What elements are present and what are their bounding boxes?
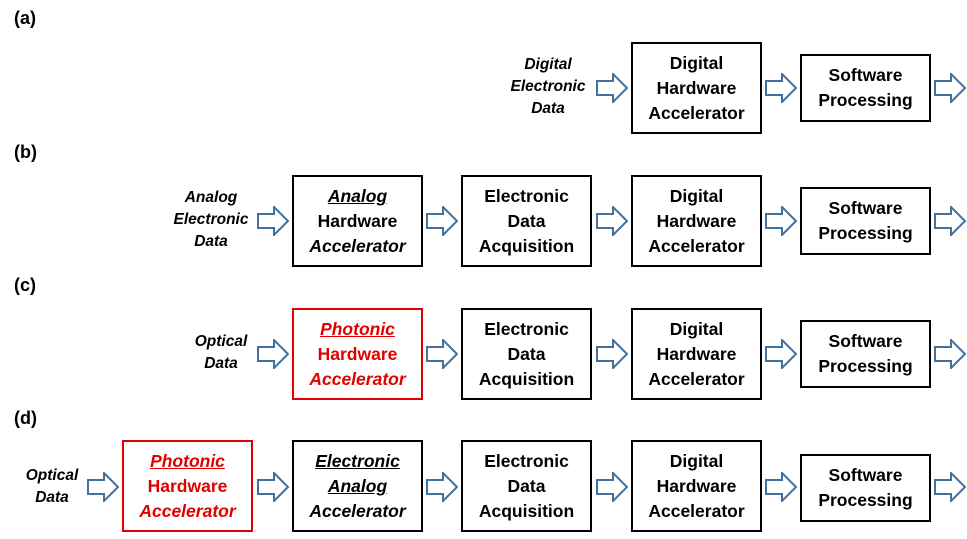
box-line: Data xyxy=(507,343,546,364)
box-photonic-hardware-accelerator: Photonic Hardware Accelerator xyxy=(122,440,253,532)
input-label-line: Electronic xyxy=(510,78,586,95)
hollow-right-arrow-icon xyxy=(596,206,628,236)
box-line: Accelerator xyxy=(648,235,745,256)
box-line: Accelerator xyxy=(139,500,236,521)
hollow-right-arrow-icon xyxy=(934,339,966,369)
input-label-line: Digital xyxy=(524,56,572,73)
box-line: Accelerator xyxy=(648,102,745,123)
box-line: Hardware xyxy=(317,343,398,364)
box-line: Processing xyxy=(818,223,913,243)
box-line: Accelerator xyxy=(309,368,406,389)
box-line: Acquisition xyxy=(478,235,575,256)
box-line: Electronic xyxy=(484,185,569,206)
row-label-a: (a) xyxy=(14,8,36,28)
box-electronic-data-acquisition: Electronic Data Acquisition xyxy=(461,175,592,267)
box-line: Hardware xyxy=(147,475,228,496)
box-photonic-hardware-accelerator: Photonic Hardware Accelerator xyxy=(292,308,423,400)
hollow-right-arrow-icon xyxy=(426,472,458,502)
row-label-d: (d) xyxy=(14,408,37,428)
input-label-optical-data: Optical Data xyxy=(7,465,97,509)
input-label-line: Data xyxy=(531,100,565,117)
box-line: Digital xyxy=(669,185,724,206)
hollow-right-arrow-icon xyxy=(257,206,289,236)
box-line: Photonic xyxy=(320,318,395,339)
input-label-line: Electronic xyxy=(173,211,249,228)
hollow-right-arrow-icon xyxy=(934,206,966,236)
box-software-processing: Software Processing xyxy=(800,54,931,122)
box-electronic-analog-accelerator: Electronic Analog Accelerator xyxy=(292,440,423,532)
box-line: Processing xyxy=(818,356,913,376)
box-line: Photonic xyxy=(150,450,225,471)
box-line: Digital xyxy=(669,52,724,73)
box-line: Software xyxy=(828,198,903,218)
box-line: Hardware xyxy=(656,77,737,98)
box-line: Accelerator xyxy=(648,368,745,389)
box-software-processing: Software Processing xyxy=(800,454,931,522)
input-label-line: Analog xyxy=(184,189,238,206)
hollow-right-arrow-icon xyxy=(257,472,289,502)
row-label-c: (c) xyxy=(14,275,36,295)
box-line: Hardware xyxy=(656,475,737,496)
box-line: Data xyxy=(507,475,546,496)
box-digital-hardware-accelerator: Digital Hardware Accelerator xyxy=(631,42,762,134)
box-line: Accelerator xyxy=(648,500,745,521)
hollow-right-arrow-icon xyxy=(87,472,119,502)
hollow-right-arrow-icon xyxy=(596,73,628,103)
hollow-right-arrow-icon xyxy=(426,206,458,236)
box-line: Electronic xyxy=(484,318,569,339)
input-label-line: Data xyxy=(204,355,238,372)
box-line: Hardware xyxy=(317,210,398,231)
input-label-line: Optical xyxy=(25,467,79,484)
input-label-optical-data: Optical Data xyxy=(176,331,266,375)
box-electronic-data-acquisition: Electronic Data Acquisition xyxy=(461,308,592,400)
hollow-right-arrow-icon xyxy=(934,73,966,103)
box-line: Accelerator xyxy=(309,235,406,256)
box-line: Analog xyxy=(327,475,388,496)
box-line: Digital xyxy=(669,318,724,339)
box-electronic-data-acquisition: Electronic Data Acquisition xyxy=(461,440,592,532)
box-line: Analog xyxy=(327,185,388,206)
input-label-line: Data xyxy=(35,489,69,506)
hollow-right-arrow-icon xyxy=(765,472,797,502)
box-software-processing: Software Processing xyxy=(800,187,931,255)
input-label-digital-electronic-data: Digital Electronic Data xyxy=(500,54,596,120)
hollow-right-arrow-icon xyxy=(934,472,966,502)
hollow-right-arrow-icon xyxy=(596,472,628,502)
box-line: Software xyxy=(828,65,903,85)
box-software-processing: Software Processing xyxy=(800,320,931,388)
input-label-line: Optical xyxy=(194,333,248,350)
box-line: Electronic xyxy=(315,450,400,471)
input-label-analog-electronic-data: Analog Electronic Data xyxy=(163,187,259,253)
box-digital-hardware-accelerator: Digital Hardware Accelerator xyxy=(631,175,762,267)
box-line: Digital xyxy=(669,450,724,471)
box-line: Electronic xyxy=(484,450,569,471)
hollow-right-arrow-icon xyxy=(257,339,289,369)
box-line: Accelerator xyxy=(309,500,406,521)
hollow-right-arrow-icon xyxy=(765,206,797,236)
box-line: Processing xyxy=(818,90,913,110)
box-digital-hardware-accelerator: Digital Hardware Accelerator xyxy=(631,440,762,532)
hollow-right-arrow-icon xyxy=(765,73,797,103)
input-label-line: Data xyxy=(194,233,228,250)
box-analog-hardware-accelerator: Analog Hardware Accelerator xyxy=(292,175,423,267)
row-label-b: (b) xyxy=(14,142,37,162)
box-line: Software xyxy=(828,331,903,351)
box-line: Acquisition xyxy=(478,500,575,521)
box-line: Hardware xyxy=(656,343,737,364)
box-line: Hardware xyxy=(656,210,737,231)
hollow-right-arrow-icon xyxy=(765,339,797,369)
box-line: Software xyxy=(828,465,903,485)
box-digital-hardware-accelerator: Digital Hardware Accelerator xyxy=(631,308,762,400)
hollow-right-arrow-icon xyxy=(426,339,458,369)
box-line: Data xyxy=(507,210,546,231)
box-line: Processing xyxy=(818,490,913,510)
hollow-right-arrow-icon xyxy=(596,339,628,369)
box-line: Acquisition xyxy=(478,368,575,389)
